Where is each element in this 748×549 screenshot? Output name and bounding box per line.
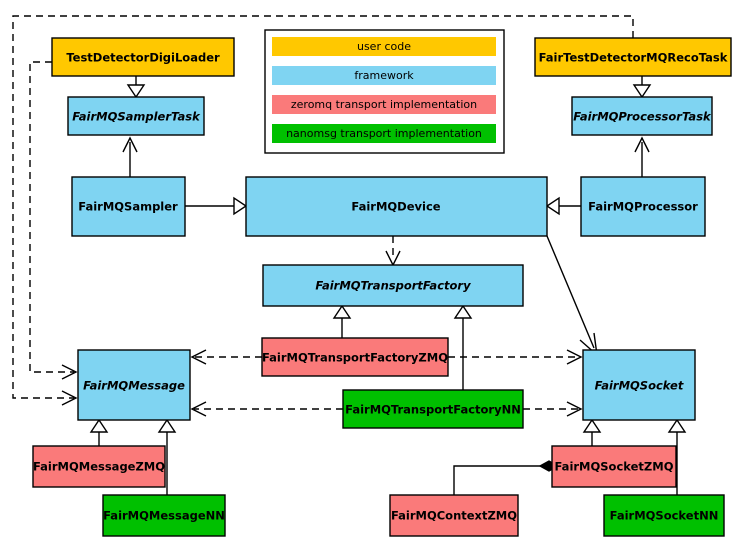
edge-processor-to-processortask <box>634 136 650 177</box>
edge-socketzmq-inherits-socket <box>582 418 602 446</box>
legend-swatch <box>272 95 496 114</box>
node-box[interactable] <box>571 96 713 136</box>
node-label: FairMQTransportFactory <box>315 279 471 293</box>
edge-recotask-to-message <box>12 15 634 406</box>
legend-label: zeromq transport implementation <box>291 98 477 111</box>
node-box[interactable] <box>582 349 696 421</box>
node-box[interactable] <box>261 337 449 377</box>
edge-layer <box>12 15 687 495</box>
node-box[interactable] <box>32 445 166 488</box>
edge-sampler-to-samplertask <box>122 136 138 177</box>
node-box[interactable] <box>71 176 186 237</box>
node-label: FairMQDevice <box>351 200 440 214</box>
node-fairmqtransportfactoryzmq[interactable]: FairMQTransportFactoryZMQ <box>261 337 449 377</box>
node-label: FairMQSocketZMQ <box>555 460 674 474</box>
node-label: FairMQTransportFactoryZMQ <box>262 351 448 365</box>
node-box[interactable] <box>551 445 677 488</box>
node-box[interactable] <box>102 494 226 537</box>
node-fairmqsamplertask[interactable]: FairMQSamplerTask <box>67 96 205 136</box>
edge-factoryzmq-inherits-factory <box>332 304 352 338</box>
legend-item-framework: framework <box>272 66 496 85</box>
node-fairmqsocketzmq[interactable]: FairMQSocketZMQ <box>551 445 677 488</box>
node-fairmqdevice[interactable]: FairMQDevice <box>245 176 548 237</box>
legend-item-nanomsg: nanomsg transport implementation <box>272 124 496 143</box>
node-label: FairTestDetectorMQRecoTask <box>539 51 728 65</box>
legend-swatch <box>272 66 496 85</box>
node-label: TestDetectorDigiLoader <box>66 51 220 65</box>
node-fairmqmessagezmq[interactable]: FairMQMessageZMQ <box>32 445 166 488</box>
edge-digiloader-to-message <box>29 61 78 380</box>
legend-item-user-code: user code <box>272 37 496 56</box>
node-fairmqtransportfactorynn[interactable]: FairMQTransportFactoryNN <box>342 389 524 429</box>
legend-swatch <box>272 124 496 143</box>
edge-factorynn-uses-message <box>190 401 343 417</box>
node-label: FairMQSampler <box>78 200 178 214</box>
node-box[interactable] <box>603 494 725 537</box>
node-box[interactable] <box>389 494 519 537</box>
edge-messagenn-inherits-message <box>157 418 177 495</box>
edge-socketnn-inherits-socket <box>667 418 687 495</box>
node-label: FairMQTransportFactoryNN <box>345 403 521 417</box>
legend: user code framework zeromq transport imp… <box>264 29 505 154</box>
edge-recotask-inherits-processortask <box>632 76 652 99</box>
node-label: FairMQMessageZMQ <box>33 460 165 474</box>
node-box[interactable] <box>580 176 706 237</box>
node-box[interactable] <box>262 264 524 307</box>
node-label: FairMQContextZMQ <box>391 509 517 523</box>
edge-factorynn-uses-socket <box>523 401 583 417</box>
edge-messagezmq-inherits-message <box>89 418 109 446</box>
node-box[interactable] <box>67 96 205 136</box>
node-label: FairMQMessage <box>83 379 185 393</box>
edge-factorynn-inherits-factory <box>453 304 473 390</box>
node-box[interactable] <box>245 176 548 237</box>
node-fairmqsampler[interactable]: FairMQSampler <box>71 176 186 237</box>
node-fairmqsocketnn[interactable]: FairMQSocketNN <box>603 494 725 537</box>
node-label: FairMQProcessor <box>588 200 698 214</box>
node-layer: TestDetectorDigiLoader FairTestDetectorM… <box>32 37 732 537</box>
node-label: FairMQMessageNN <box>103 509 225 523</box>
node-fairmqtransportfactory[interactable]: FairMQTransportFactory <box>262 264 524 307</box>
node-label: FairMQSocketNN <box>610 509 719 523</box>
edge-digiloader-inherits-samplertask <box>126 76 146 99</box>
node-box[interactable] <box>77 349 191 421</box>
node-fairmqprocessortask[interactable]: FairMQProcessorTask <box>571 96 713 136</box>
node-fairmqprocessor[interactable]: FairMQProcessor <box>580 176 706 237</box>
node-fairmqsocket[interactable]: FairMQSocket <box>582 349 696 421</box>
node-fairmqmessage[interactable]: FairMQMessage <box>77 349 191 421</box>
node-fairmqcontextzmq[interactable]: FairMQContextZMQ <box>389 494 519 537</box>
edge-factoryzmq-uses-message <box>190 349 262 365</box>
node-testdetectordigiloader[interactable]: TestDetectorDigiLoader <box>51 37 235 77</box>
edge-sampler-inherits-device <box>185 196 248 216</box>
node-box[interactable] <box>51 37 235 77</box>
legend-label: user code <box>357 40 411 53</box>
legend-item-zeromq: zeromq transport implementation <box>272 95 496 114</box>
edge-processor-inherits-device <box>545 196 581 216</box>
node-fairmqmessagenn[interactable]: FairMQMessageNN <box>102 494 226 537</box>
node-label: FairMQSamplerTask <box>72 110 201 124</box>
node-fairtestdetectormqrecotask[interactable]: FairTestDetectorMQRecoTask <box>534 37 732 77</box>
legend-swatch <box>272 37 496 56</box>
node-label: FairMQProcessorTask <box>573 110 712 124</box>
legend-label: nanomsg transport implementation <box>286 127 482 140</box>
node-box[interactable] <box>534 37 732 77</box>
legend-label: framework <box>354 69 414 82</box>
node-label: FairMQSocket <box>595 379 684 393</box>
edge-factoryzmq-uses-socket <box>448 349 583 365</box>
node-box[interactable] <box>342 389 524 429</box>
